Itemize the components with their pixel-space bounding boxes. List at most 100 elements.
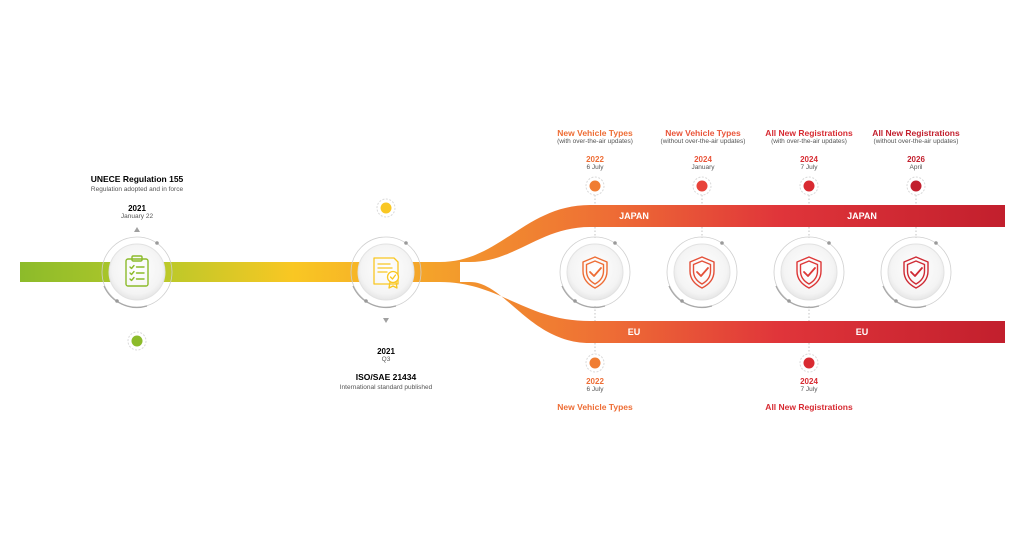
regulation-dot (127, 331, 147, 351)
japan-milestone-3-subtitle: (with over-the-air updates) (771, 138, 847, 145)
shield-check-icon-4 (903, 256, 929, 289)
japan-milestone-3-year: 2024 (800, 155, 818, 164)
eu-milestone-2-dot-ring (799, 353, 819, 373)
japan-milestone-3-date: 7 July (800, 164, 818, 171)
shield-node-2-pip-2 (680, 299, 684, 303)
eu-milestone-2-title: All New Registrations (765, 402, 853, 412)
shield-check-icon-4-outline (903, 256, 929, 289)
japan-milestone-2-subtitle: (without over-the-air updates) (660, 138, 746, 145)
eu-band-label-2: EU (855, 327, 869, 337)
certificate-sheet (373, 257, 399, 285)
japan-milestone-2-dot-ring (692, 176, 712, 196)
eu-milestone-1-date: 6 July (586, 386, 604, 393)
shield-node-2-pip-1 (720, 241, 724, 245)
shield-node-1-pip-2 (573, 299, 577, 303)
standard-dot-fill (380, 202, 392, 214)
eu-milestone-1-title: New Vehicle Types (557, 402, 633, 412)
certificate-ribbon (388, 281, 398, 289)
regulation-node (101, 236, 173, 309)
certificate-seal-check (389, 274, 397, 280)
clipboard-tick-1 (129, 264, 135, 270)
shield-check-icon-4-check (910, 267, 923, 277)
japan-band-label: JAPAN (619, 211, 649, 221)
regulation-date: January 22 (120, 213, 154, 220)
shield-check-icon-2 (689, 256, 715, 289)
standard-node-arc (352, 285, 397, 309)
japan-milestone-4-year: 2026 (907, 155, 925, 164)
standard-dot (376, 198, 396, 218)
clipboard-tick-2 (129, 270, 135, 276)
clipboard-board (125, 258, 149, 287)
japan-milestone-2-dot (692, 176, 712, 196)
japan-milestone-1-year: 2022 (586, 155, 604, 164)
japan-milestone-2-date: January (691, 164, 715, 171)
japan-milestone-4-dot-ring (906, 176, 926, 196)
standard-subtitle: International standard published (339, 384, 433, 391)
shield-check-icon-3 (796, 256, 822, 289)
japan-milestone-1-subtitle: (with over-the-air updates) (557, 138, 633, 145)
shield-node-3-face (780, 243, 838, 301)
shield-check-icon-1 (582, 256, 608, 289)
japan-milestone-4-dot-fill (910, 180, 922, 192)
shield-node-4-face (887, 243, 945, 301)
regulation-subtitle: Regulation adopted and in force (90, 186, 184, 193)
japan-milestone-3-dot-fill (803, 180, 815, 192)
regulation-dot-ring (127, 331, 147, 351)
standard-dot-ring (376, 198, 396, 218)
shield-node-2 (666, 236, 738, 309)
japan-milestone-2-title: New Vehicle Types (665, 128, 741, 138)
shield-check-icon-4-inner (906, 260, 926, 285)
japan-milestone-3-title: All New Registrations (765, 128, 853, 138)
shield-node-1-pip-1 (613, 241, 617, 245)
shield-check-icon-1-inner (585, 260, 605, 285)
standard-node-pip-2 (364, 299, 368, 303)
shield-node-4 (880, 236, 952, 309)
shield-node-1-arc (561, 285, 606, 309)
japan-milestone-4-subtitle: (without over-the-air updates) (873, 138, 959, 145)
certificate-icon (373, 257, 400, 289)
shield-check-icon-2-check (696, 267, 709, 277)
eu-band-label: EU (627, 327, 641, 337)
japan-band-label-2: JAPAN (847, 211, 877, 221)
standard-arrow-down (383, 318, 389, 323)
regulation-title: UNECE Regulation 155 (90, 174, 184, 184)
certificate-seal (386, 270, 400, 284)
japan-milestone-1-dot (585, 176, 605, 196)
shield-check-icon-3-outline (796, 256, 822, 289)
eu-milestone-2-dot (799, 353, 819, 373)
japan-milestone-2-year: 2024 (694, 155, 712, 164)
regulation-node-face (108, 243, 166, 301)
shield-check-icon-1-outline (582, 256, 608, 289)
japan-milestone-3-dot-ring (799, 176, 819, 196)
shield-node-2-arc (668, 285, 713, 309)
shield-node-2-face (673, 243, 731, 301)
eu-milestone-1-year: 2022 (586, 377, 604, 386)
shield-node-3-pip-1 (827, 241, 831, 245)
shield-check-icon-2-outline (689, 256, 715, 289)
eu-milestone-2-year: 2024 (800, 377, 818, 386)
shield-node-4-arc (882, 285, 927, 309)
shield-check-icon-3-check (803, 267, 816, 277)
clipboard-tick-3 (129, 276, 135, 282)
shield-node-3 (773, 236, 845, 309)
regulation-dot-fill (131, 335, 143, 347)
shield-node-3-pip-2 (787, 299, 791, 303)
standard-node-pip-1 (404, 241, 408, 245)
eu-band (440, 282, 1005, 343)
shield-node-1 (559, 236, 631, 309)
japan-milestone-4-title: All New Registrations (872, 128, 960, 138)
shield-node-3-arc (775, 285, 820, 309)
standard-year: 2021 (377, 347, 395, 356)
regulation-node-arc (103, 285, 148, 309)
eu-milestone-1-dot (585, 353, 605, 373)
regulation-node-pip-2 (115, 299, 119, 303)
standard-title: ISO/SAE 21434 (355, 372, 417, 382)
japan-milestone-1-dot-ring (585, 176, 605, 196)
shield-node-4-pip-1 (934, 241, 938, 245)
regulation-year: 2021 (128, 204, 146, 213)
shield-check-icon-1-check (589, 267, 602, 277)
japan-milestone-2-dot-fill (696, 180, 708, 192)
regulation-arrow-up (134, 227, 140, 232)
japan-milestone-1-dot-fill (589, 180, 601, 192)
